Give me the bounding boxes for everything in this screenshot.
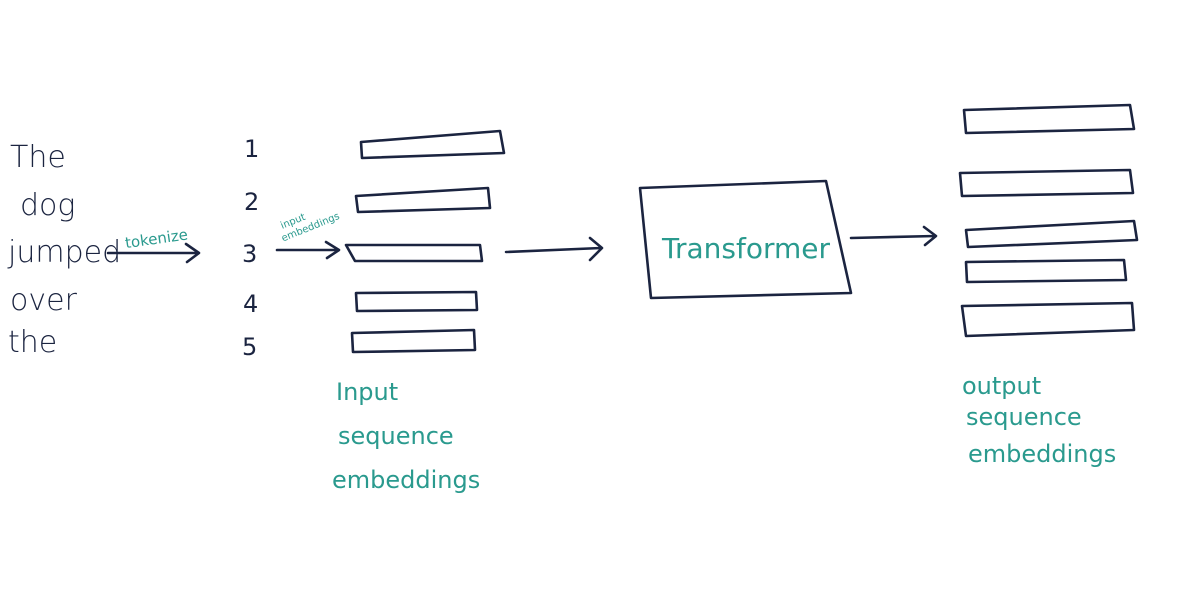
input-seq-label-3: embeddings (332, 466, 480, 494)
output-embedding-bar (964, 258, 1128, 284)
tokenize-arrow (106, 242, 201, 264)
input-embedding-bar (354, 186, 492, 214)
tokenize-label: tokenize (124, 225, 189, 252)
input-seq-label-1: Input (336, 378, 398, 406)
output-embedding-bar (962, 103, 1136, 135)
output-seq-label-2: sequence (966, 403, 1082, 431)
word-the-2: the (8, 325, 57, 360)
token-id-3: 3 (242, 240, 257, 268)
input-embedding-bar (359, 129, 506, 160)
token-id-4: 4 (243, 290, 258, 318)
output-embedding-bar (960, 301, 1136, 338)
transformer-label: Transformer (661, 232, 831, 265)
arrow-to-transformer (504, 236, 604, 262)
transformer-box (638, 179, 853, 300)
output-seq-label-1: output (962, 372, 1041, 400)
arrow-to-output (849, 225, 938, 247)
output-embedding-bar (958, 168, 1135, 198)
token-id-1: 1 (244, 135, 259, 163)
word-over: over (10, 283, 78, 318)
output-seq-label-3: embeddings (968, 440, 1116, 468)
output-embedding-bar (964, 219, 1139, 249)
word-the: The (10, 140, 66, 175)
input-embedding-bar (350, 328, 477, 354)
input-embedding-bar (354, 290, 479, 313)
embedding-arrow (275, 240, 341, 260)
token-id-2: 2 (244, 188, 259, 216)
token-id-5: 5 (242, 333, 257, 361)
input-seq-label-2: sequence (338, 422, 454, 450)
input-embedding-bar (344, 243, 484, 263)
word-jumped: jumped (7, 235, 121, 270)
word-dog: dog (20, 188, 75, 223)
